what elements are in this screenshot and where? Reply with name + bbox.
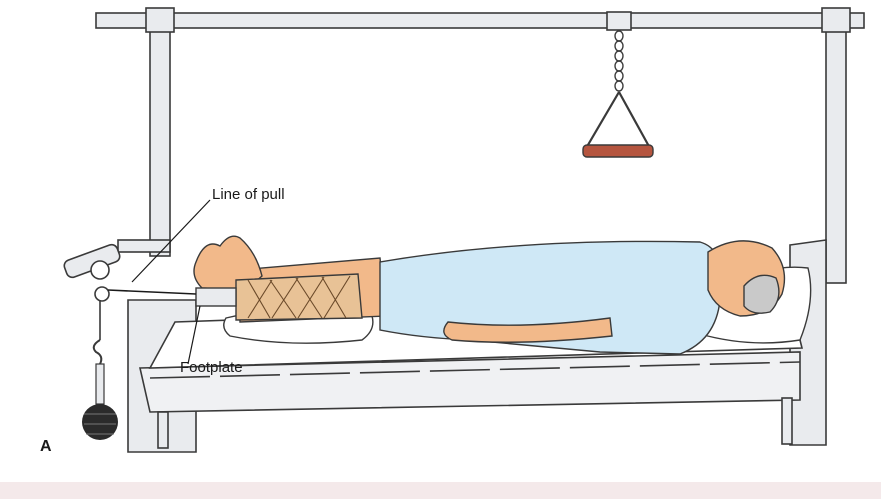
weight-hook [94,340,102,364]
trapeze-handle [583,145,653,157]
line-of-pull-label: Line of pull [212,186,285,203]
weight [82,404,118,440]
trapeze-triangle [585,92,651,150]
bottom-band [0,482,881,499]
traction-cord [108,290,196,294]
patient-hair [744,275,779,313]
trapeze-chain [615,31,623,91]
figure-letter: A [40,438,52,456]
footplate [196,288,236,306]
footplate-label: Footplate [180,359,243,376]
trapeze [583,31,653,157]
weight-assembly [82,300,118,440]
